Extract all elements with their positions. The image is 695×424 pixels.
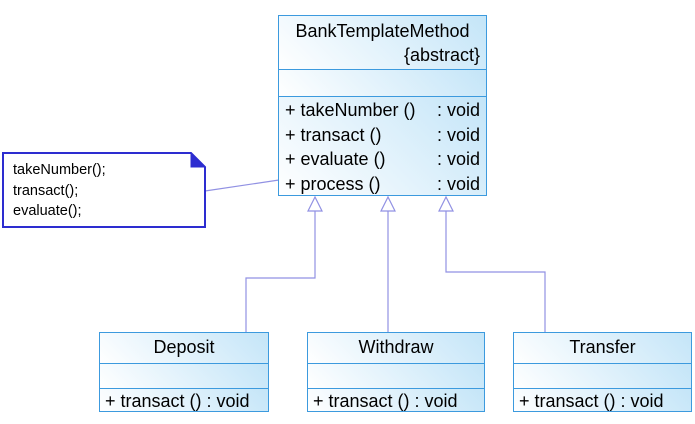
method-signature: + evaluate () — [285, 149, 386, 169]
class-header: Transfer — [514, 333, 691, 363]
inheritance-arrowhead-icon — [438, 195, 454, 212]
class-box-withdraw: Withdraw + transact () : void — [307, 332, 485, 412]
note-anchor-line — [204, 179, 280, 192]
method-row: + evaluate () : void — [279, 147, 486, 172]
class-header: Deposit — [100, 333, 268, 363]
method-return-type: : void — [436, 149, 480, 169]
generalization-line-deposit — [245, 211, 316, 332]
method-row: + takeNumber () : void — [279, 98, 486, 123]
method-signature: + transact () : void — [519, 391, 664, 411]
attributes-compartment — [279, 69, 486, 96]
methods-compartment: + transact () : void — [514, 388, 691, 411]
inheritance-arrowhead-icon — [380, 195, 396, 212]
attributes-compartment — [100, 363, 268, 388]
note-line: transact(); — [13, 182, 79, 199]
method-return-type: : void — [436, 173, 480, 194]
method-row: + transact () : void — [279, 123, 486, 148]
note-shape — [2, 152, 206, 228]
inheritance-arrowhead-icon — [307, 195, 323, 212]
class-name: BankTemplateMethod — [295, 21, 470, 41]
method-signature: + transact () : void — [105, 391, 250, 411]
method-signature: + transact () — [285, 124, 382, 145]
note-line: takeNumber(); — [13, 162, 106, 178]
generalization-line-transfer — [445, 211, 546, 332]
note-fold-icon — [190, 151, 207, 168]
methods-compartment: + transact () : void — [308, 388, 484, 411]
method-row: + process () : void — [279, 172, 486, 196]
class-header: BankTemplateMethod {abstract} — [279, 16, 486, 69]
class-header: Withdraw — [308, 333, 484, 363]
class-box-deposit: Deposit + transact () : void — [99, 332, 269, 412]
class-name: Transfer — [569, 337, 636, 357]
note-line: evaluate(); — [13, 203, 82, 219]
method-signature: + process () — [285, 173, 381, 194]
abstract-stereotype: {abstract} — [403, 45, 480, 65]
method-return-type: : void — [436, 100, 480, 120]
attributes-compartment — [308, 363, 484, 388]
method-return-type: : void — [436, 124, 480, 145]
uml-note: takeNumber(); transact(); evaluate(); — [3, 153, 205, 228]
class-name: Deposit — [153, 337, 215, 357]
method-signature: + transact () : void — [313, 391, 458, 411]
method-signature: + takeNumber () — [285, 100, 416, 120]
class-box-transfer: Transfer + transact () : void — [513, 332, 692, 412]
methods-compartment: + transact () : void — [100, 388, 268, 411]
class-box-banktemplatemethod: BankTemplateMethod {abstract} + takeNumb… — [278, 15, 487, 196]
class-name: Withdraw — [358, 337, 434, 357]
methods-compartment: + takeNumber () : void + transact () : v… — [279, 96, 486, 195]
attributes-compartment — [514, 363, 691, 388]
